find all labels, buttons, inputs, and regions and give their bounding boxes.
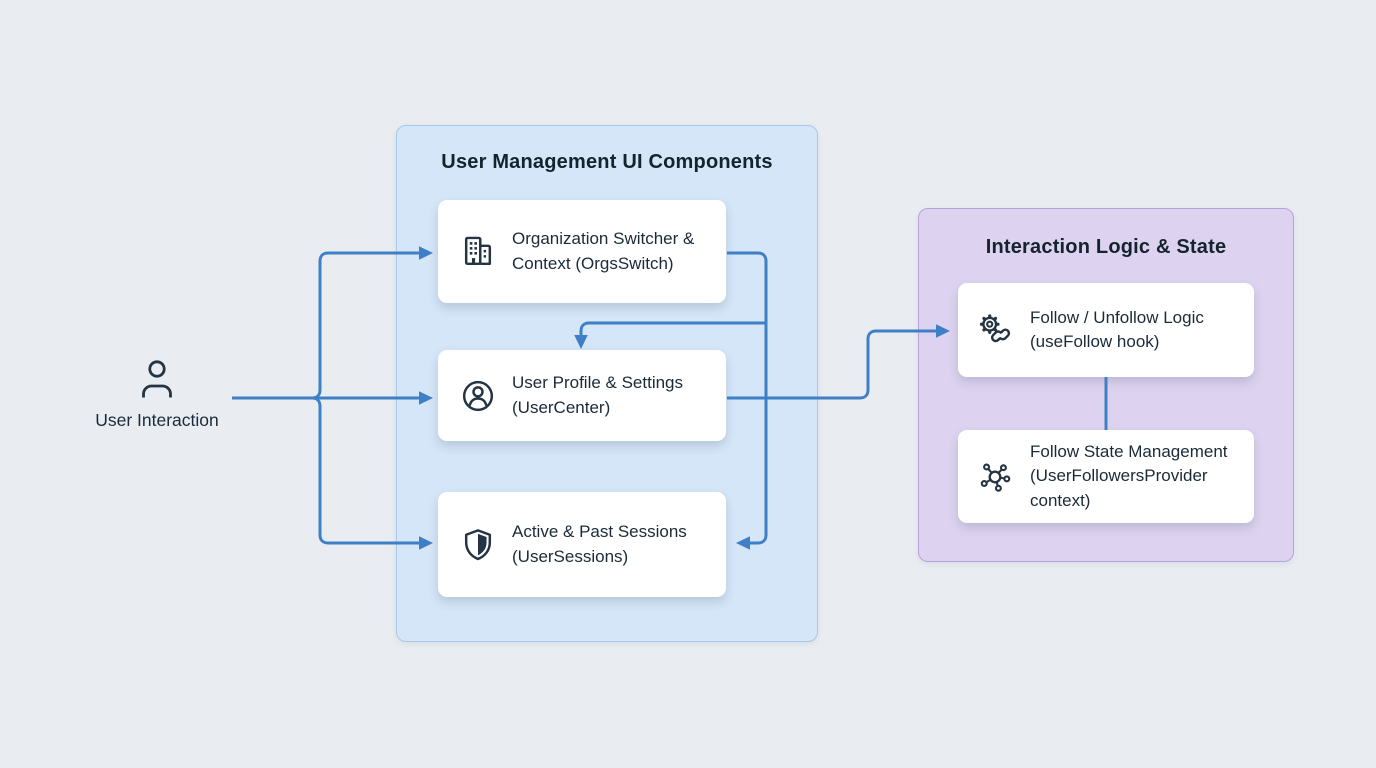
- person-icon: [137, 358, 177, 400]
- node-label: User Profile & Settings (UserCenter): [512, 371, 712, 420]
- node-subtitle: (UserFollowersProvider context): [1030, 466, 1208, 510]
- shield-icon: [460, 527, 496, 563]
- actor-label: User Interaction: [95, 410, 219, 430]
- node-title: Active & Past Sessions: [512, 522, 687, 541]
- node-title: Organization Switcher & Context: [512, 229, 695, 273]
- actor-user-interaction: User Interaction: [70, 358, 244, 431]
- user-circle-icon: [460, 378, 496, 414]
- node-title: User Profile & Settings: [512, 373, 684, 392]
- node-usersessions: Active & Past Sessions (UserSessions): [438, 492, 726, 597]
- node-label: Follow State Management (UserFollowersPr…: [1030, 440, 1242, 514]
- node-label: Follow / Unfollow Logic (useFollow hook): [1030, 306, 1242, 355]
- node-usefollow: Follow / Unfollow Logic (useFollow hook): [958, 283, 1254, 377]
- node-userfollowersprovider: Follow State Management (UserFollowersPr…: [958, 430, 1254, 523]
- node-title: Follow / Unfollow Logic: [1030, 307, 1204, 327]
- node-title: Follow State Management: [1030, 441, 1228, 461]
- network-icon: [976, 458, 1014, 496]
- panel-title-interaction-logic: Interaction Logic & State: [985, 236, 1227, 258]
- node-label: Organization Switcher & Context (OrgsSwi…: [512, 227, 712, 276]
- node-subtitle: (OrgsSwitch): [575, 253, 674, 273]
- panel-title-user-management: User Management UI Components: [441, 151, 773, 173]
- node-subtitle: (UserSessions): [512, 546, 629, 566]
- node-orgswitch: Organization Switcher & Context (OrgsSwi…: [438, 200, 726, 303]
- building-icon: [460, 234, 496, 270]
- node-subtitle: (UserCenter): [512, 397, 611, 417]
- gear-link-icon: [976, 311, 1014, 349]
- node-label: Active & Past Sessions (UserSessions): [512, 520, 712, 569]
- node-usercenter: User Profile & Settings (UserCenter): [438, 350, 726, 441]
- node-subtitle: (useFollow hook): [1030, 332, 1160, 351]
